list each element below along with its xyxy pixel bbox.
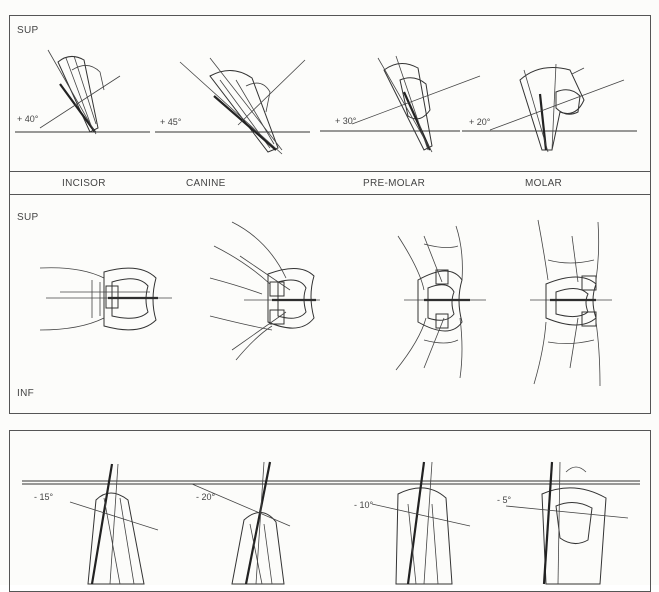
lower-angle-incisor: - 15° — [34, 492, 54, 502]
occlusal-premolar-drawing — [395, 225, 486, 379]
lower-premolar-drawing — [371, 461, 471, 585]
lower-angle-molar: - 5° — [497, 495, 512, 505]
tooth-label-incisor: INCISOR — [62, 178, 106, 189]
occlusal-canine-drawing — [209, 221, 320, 361]
lower-incisor-drawing — [69, 463, 159, 585]
tooth-label-premolar: PRE-MOLAR — [363, 178, 426, 189]
upper-premolar-drawing — [351, 55, 481, 153]
lower-angle-premolar: - 10° — [354, 500, 374, 510]
upper-angle-incisor: + 40° — [17, 114, 39, 124]
middle-panel-inf-label: INF — [17, 388, 35, 399]
occlusal-incisor-drawing — [39, 267, 172, 331]
lower-canine-drawing — [191, 461, 291, 585]
occlusal-view-panel — [9, 194, 651, 414]
tooth-label-molar: MOLAR — [525, 178, 563, 189]
upper-incisor-drawing — [39, 49, 121, 135]
upper-canine-drawing — [179, 57, 306, 155]
occlusal-molar-drawing — [530, 219, 612, 387]
upper-angle-premolar: + 30° — [335, 116, 357, 126]
tooth-label-canine: CANINE — [186, 178, 226, 189]
upper-angle-molar: + 20° — [469, 117, 491, 127]
upper-arch-panel — [9, 15, 651, 172]
top-panel-sup-label: SUP — [17, 25, 39, 36]
lower-angle-canine: - 20° — [196, 492, 216, 502]
middle-panel-sup-label: SUP — [17, 212, 39, 223]
upper-angle-canine: + 45° — [160, 117, 182, 127]
upper-molar-drawing — [489, 63, 625, 153]
lower-molar-drawing — [505, 461, 629, 585]
